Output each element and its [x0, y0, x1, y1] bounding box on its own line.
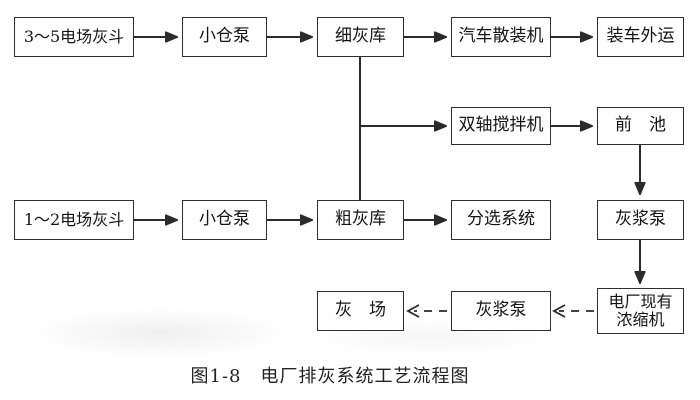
arrowhead-left-open: [406, 304, 420, 318]
node-ash-yard: 灰 场: [317, 291, 404, 331]
arrowhead-left-open: [552, 304, 566, 318]
node-fine-ash-silo: 细灰库: [317, 17, 404, 57]
node-hopper-1-2-field: 1～2电场灰斗: [14, 200, 134, 240]
node-small-bin-pump-top: 小仓泵: [182, 17, 267, 57]
node-coarse-ash-silo: 粗灰库: [317, 200, 404, 240]
node-hopper-3-5-field: 3～5电场灰斗: [14, 17, 134, 57]
node-load-and-transport: 装车外运: [597, 17, 684, 57]
figure-caption: 图1-8 电厂排灰系统工艺流程图: [190, 366, 470, 387]
node-truck-bulk-loader: 汽车散装机: [451, 17, 551, 57]
node-slurry-pump-right: 灰浆泵: [597, 200, 684, 240]
node-slurry-pump-bottom: 灰浆泵: [451, 291, 551, 331]
node-sorting-system: 分选系统: [451, 200, 551, 240]
node-front-pool: 前 池: [597, 107, 684, 145]
node-twin-shaft-mixer: 双轴搅拌机: [451, 107, 551, 145]
node-small-bin-pump-bottom: 小仓泵: [182, 200, 267, 240]
node-existing-thickener: 电厂现有 浓缩机: [597, 288, 684, 334]
